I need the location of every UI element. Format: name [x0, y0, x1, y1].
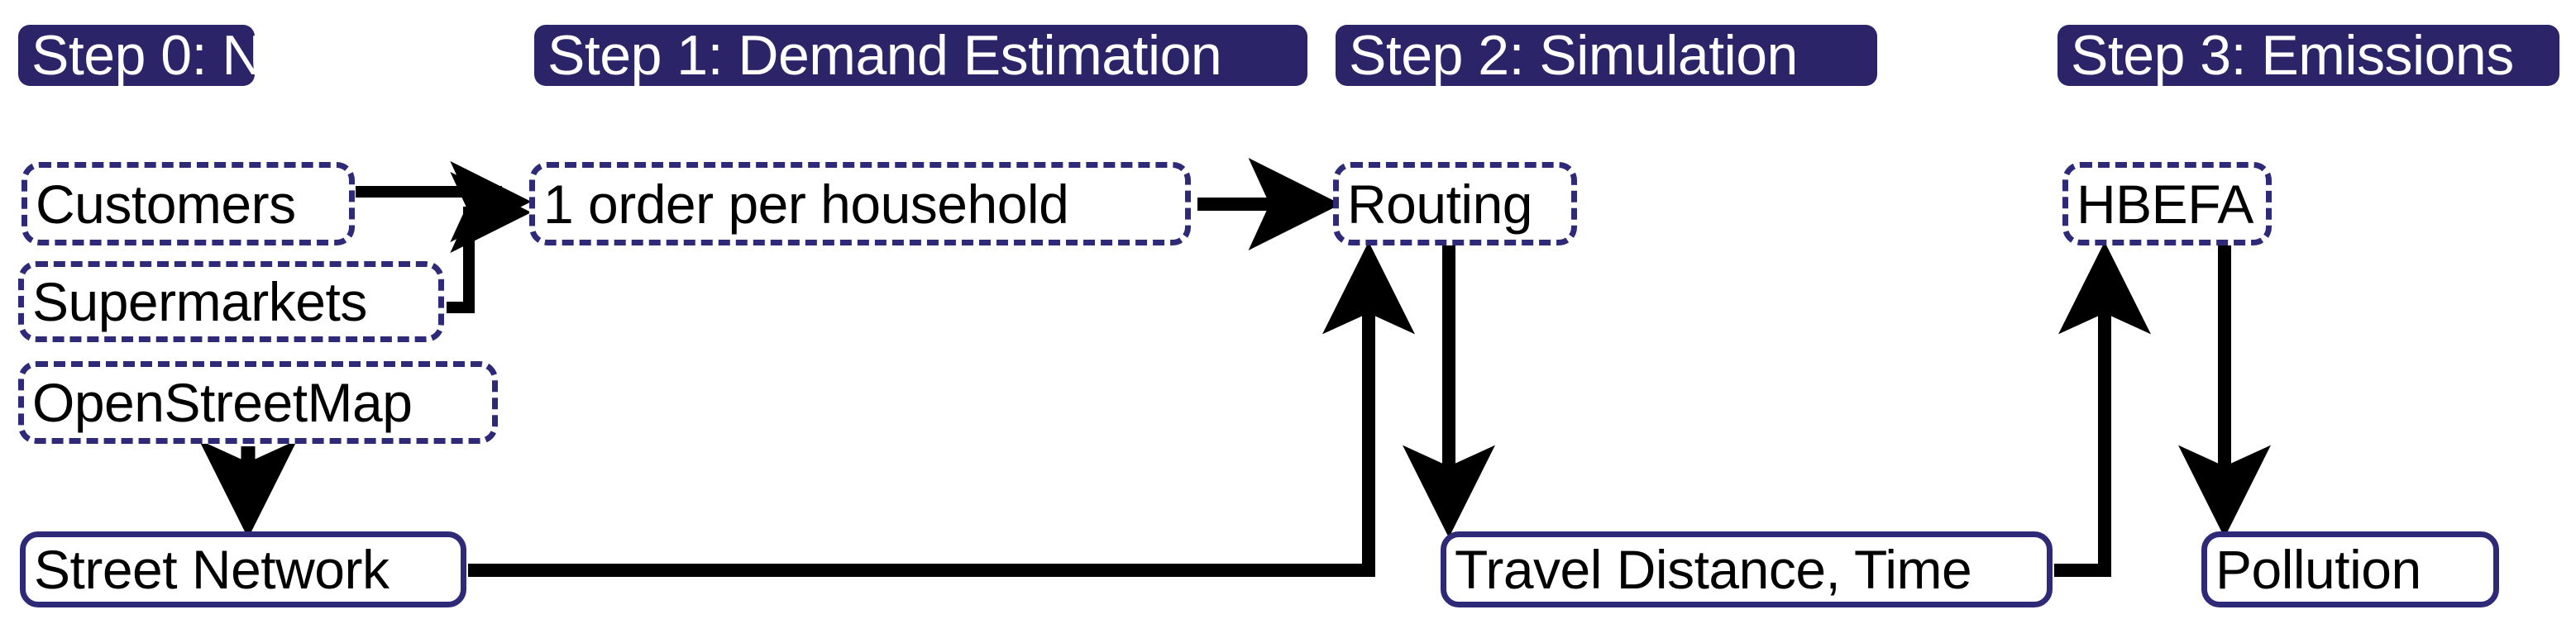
node-customers[interactable]: Customers — [22, 162, 355, 245]
node-label: Customers — [36, 173, 296, 235]
step-header-step0: Step 0: Network — [18, 25, 426, 86]
node-openstreetmap[interactable]: OpenStreetMap — [18, 361, 498, 444]
node-supermarkets[interactable]: Supermarkets — [18, 261, 444, 342]
step-header-label: Step 2: Simulation — [1349, 24, 1798, 87]
node-routing[interactable]: Routing — [1333, 162, 1577, 245]
edge-supermarkets-to-one-order — [447, 172, 532, 313]
node-label: Travel Distance, Time — [1455, 539, 1972, 600]
node-hbefa[interactable]: HBEFA — [2062, 162, 2272, 245]
edge-customers-to-one-order — [356, 161, 532, 242]
step-header-label: Step 0: Network — [31, 24, 426, 87]
step-header-step3: Step 3: Emissions — [2057, 25, 2559, 86]
node-label: Pollution — [2215, 539, 2421, 600]
edge-travel-to-hbefa — [2054, 241, 2151, 577]
node-label: Street Network — [34, 539, 390, 600]
step-header-label: Step 1: Demand Estimation — [547, 24, 1222, 87]
node-label: Supermarkets — [32, 271, 367, 332]
edge-street-network-to-routing — [468, 241, 1415, 577]
node-label: Routing — [1347, 173, 1533, 235]
node-travel-distance-time[interactable]: Travel Distance, Time — [1441, 531, 2053, 607]
node-pollution[interactable]: Pollution — [2201, 531, 2499, 607]
node-label: OpenStreetMap — [32, 372, 413, 433]
node-label: 1 order per household — [543, 173, 1069, 235]
node-one-order-per-household[interactable]: 1 order per household — [529, 162, 1191, 245]
node-street-network[interactable]: Street Network — [20, 531, 466, 607]
step-header-step1: Step 1: Demand Estimation — [534, 25, 1307, 86]
node-label: HBEFA — [2077, 173, 2253, 235]
step-header-label: Step 3: Emissions — [2071, 24, 2514, 87]
step-header-step2: Step 2: Simulation — [1336, 25, 1877, 86]
